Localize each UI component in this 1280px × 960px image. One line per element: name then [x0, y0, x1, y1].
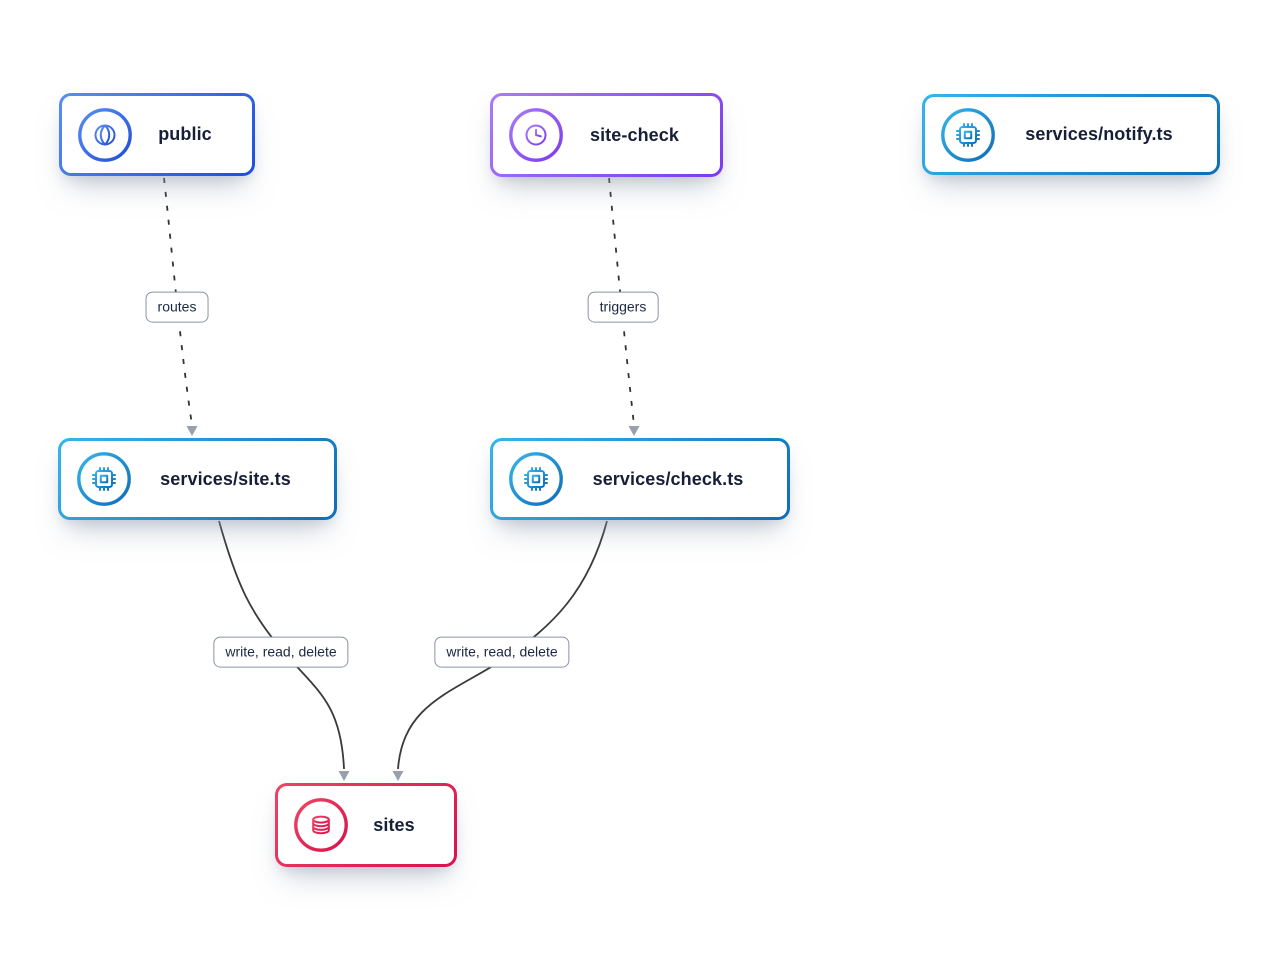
- node-label: sites: [373, 814, 415, 835]
- node-sites[interactable]: sites: [275, 783, 457, 867]
- node-site-check[interactable]: site-check: [490, 93, 723, 177]
- edge-label-write-read-delete-right: write, read, delete: [434, 636, 570, 668]
- cpu-icon: [507, 450, 565, 508]
- edge-label-triggers: triggers: [587, 291, 659, 323]
- edge-label-write-read-delete-left: write, read, delete: [213, 636, 349, 668]
- arrowhead: [628, 426, 640, 436]
- node-services-check[interactable]: services/check.ts: [490, 438, 790, 520]
- arrowhead: [338, 771, 350, 781]
- node-services-site[interactable]: services/site.ts: [58, 438, 337, 520]
- arrowhead: [186, 426, 198, 436]
- globe-icon: [76, 106, 134, 164]
- node-label: services/notify.ts: [1025, 124, 1173, 144]
- node-public[interactable]: public: [59, 93, 255, 176]
- edge-label-routes: routes: [145, 291, 209, 323]
- node-label: site-check: [589, 124, 680, 145]
- node-label: public: [158, 124, 212, 144]
- arrowhead: [392, 771, 404, 781]
- cpu-icon: [75, 450, 133, 508]
- node-label: services/check.ts: [592, 468, 744, 489]
- cpu-icon: [939, 106, 997, 164]
- node-label: services/site.ts: [160, 468, 291, 489]
- clock-icon: [507, 106, 565, 164]
- database-icon: [292, 796, 350, 854]
- node-services-notify[interactable]: services/notify.ts: [922, 94, 1220, 175]
